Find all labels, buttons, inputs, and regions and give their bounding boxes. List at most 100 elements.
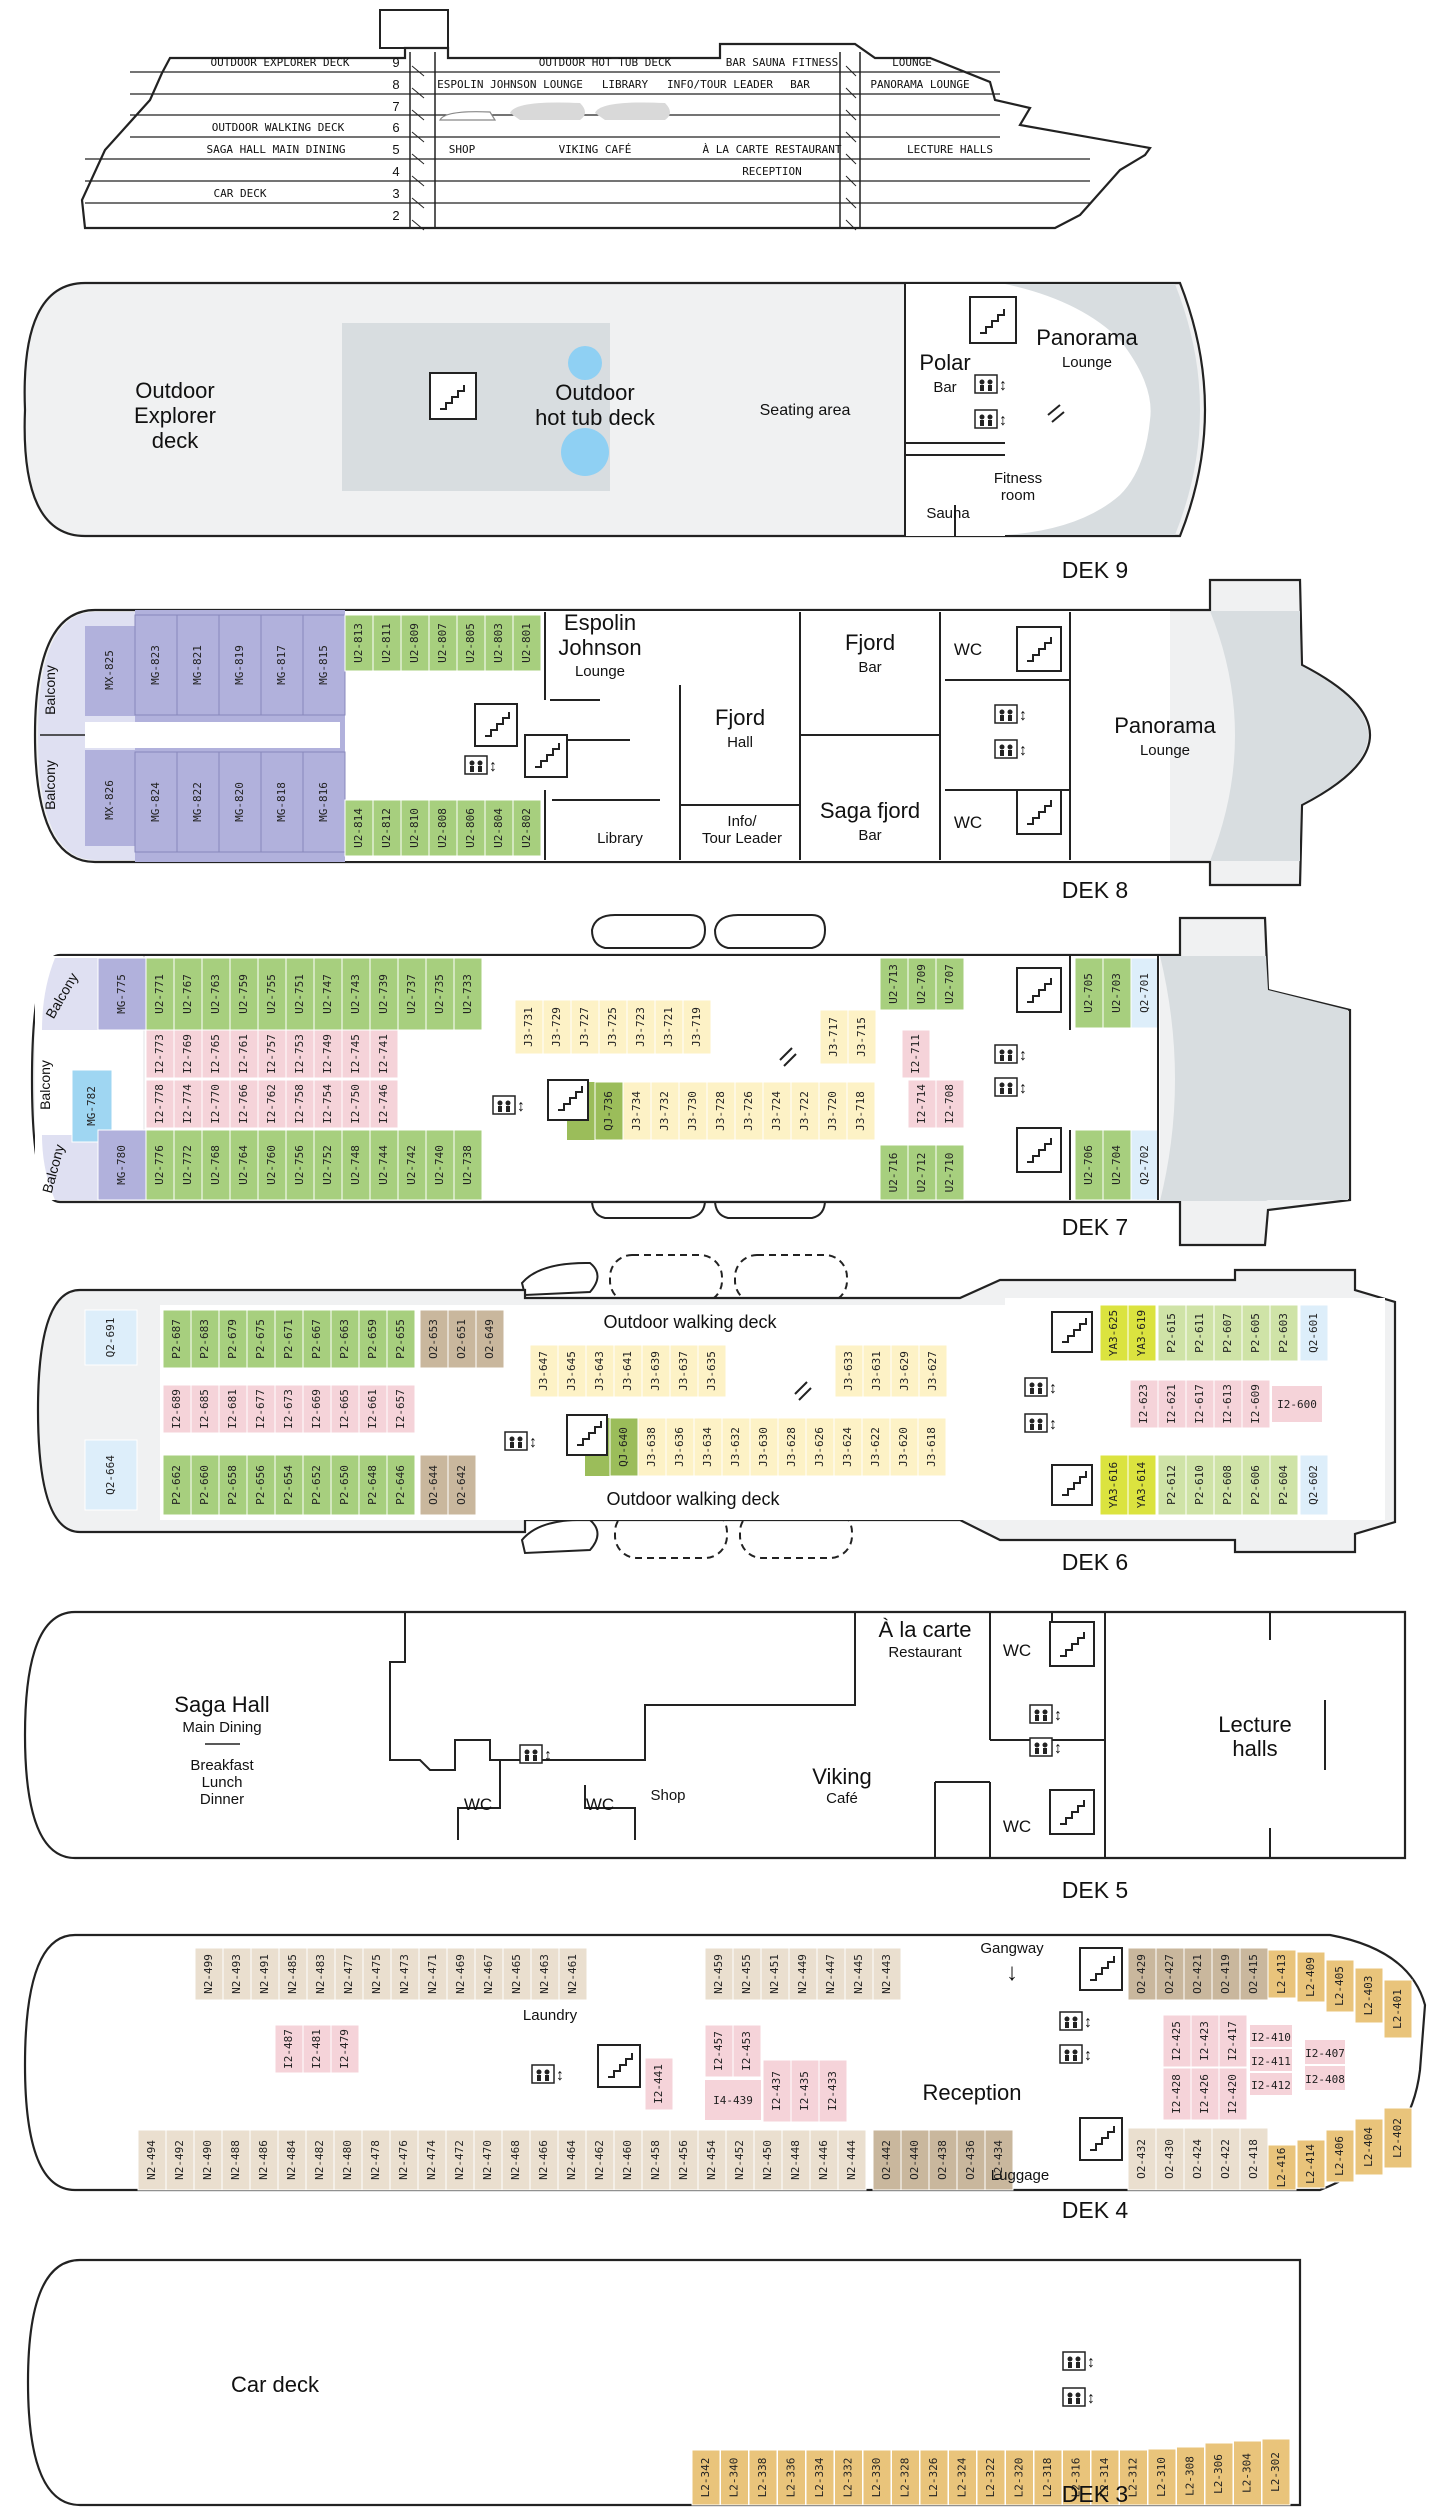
cabin[interactable]: L2-332	[834, 2449, 863, 2506]
cabin[interactable]: U2-759	[229, 957, 259, 1031]
cabin[interactable]: I2-621	[1157, 1379, 1187, 1429]
cabin[interactable]: U2-710	[935, 1144, 965, 1201]
cabin[interactable]: L2-402	[1383, 2107, 1413, 2169]
cabin[interactable]: I2-417	[1218, 2014, 1248, 2068]
cabin[interactable]: N2-492	[165, 2129, 195, 2191]
cabin[interactable]: U2-802	[512, 799, 542, 857]
cabin[interactable]: J3-715	[847, 1009, 877, 1065]
cabin[interactable]: P2-683	[190, 1309, 220, 1369]
cabin[interactable]: U2-747	[313, 957, 343, 1031]
cabin[interactable]: O2-436	[956, 2129, 986, 2191]
cabin[interactable]: I2-778	[145, 1079, 175, 1129]
cabin[interactable]: I2-741	[369, 1029, 399, 1079]
cabin[interactable]: I2-479	[330, 2024, 360, 2074]
cabin[interactable]: L2-304	[1233, 2440, 1262, 2506]
cabin[interactable]: U2-811	[372, 614, 402, 672]
cabin[interactable]: P2-656	[246, 1454, 276, 1516]
cabin[interactable]: I2-657	[386, 1384, 416, 1434]
cabin[interactable]: L2-320	[1005, 2449, 1034, 2506]
cabin[interactable]: P2-655	[386, 1309, 416, 1369]
cabin[interactable]: I2-754	[313, 1079, 343, 1129]
cabin[interactable]: U2-744	[369, 1129, 399, 1201]
cabin[interactable]: I2-714	[907, 1079, 937, 1129]
cabin[interactable]: U2-767	[173, 957, 203, 1031]
cabin[interactable]: N2-494	[137, 2129, 167, 2191]
cabin[interactable]: P2-650	[330, 1454, 360, 1516]
cabin[interactable]: I2-423	[1190, 2014, 1220, 2068]
cabin[interactable]: O2-434	[984, 2129, 1014, 2191]
cabin[interactable]: I2-623	[1129, 1379, 1159, 1429]
cabin[interactable]: J3-632	[721, 1417, 751, 1477]
cabin[interactable]: J3-723	[626, 999, 656, 1055]
cabin[interactable]: N2-449	[788, 1947, 818, 2001]
cabin[interactable]: J3-636	[665, 1417, 695, 1477]
cabin[interactable]: J3-720	[818, 1081, 848, 1141]
cabin[interactable]: U2-813	[344, 614, 374, 672]
cabin[interactable]: N2-468	[501, 2129, 531, 2191]
cabin[interactable]: J3-722	[790, 1081, 820, 1141]
cabin[interactable]: I2-617	[1185, 1379, 1215, 1429]
cabin[interactable]: P2-646	[386, 1454, 416, 1516]
cabin[interactable]: I2-457	[704, 2024, 734, 2078]
cabin[interactable]: J3-618	[917, 1417, 947, 1477]
cabin[interactable]: P2-662	[162, 1454, 192, 1516]
cabin[interactable]: O2-442	[872, 2129, 902, 2191]
cabin[interactable]: L2-326	[919, 2449, 949, 2506]
cabin[interactable]: J3-645	[557, 1344, 587, 1398]
cabin[interactable]: I2-765	[201, 1029, 231, 1079]
cabin[interactable]: U2-704	[1102, 1129, 1132, 1201]
cabin[interactable]: N2-467	[474, 1947, 504, 2001]
cabin[interactable]: I2-425	[1162, 2014, 1192, 2068]
cabin[interactable]: L2-324	[948, 2449, 977, 2506]
cabin[interactable]: O2-418	[1239, 2127, 1269, 2191]
cabin[interactable]: N2-450	[753, 2129, 783, 2191]
cabin[interactable]: P2-687	[162, 1309, 192, 1369]
cabin[interactable]: U2-703	[1102, 957, 1132, 1029]
cabin[interactable]: I2-426	[1190, 2067, 1220, 2121]
cabin[interactable]: N2-452	[725, 2129, 755, 2191]
cabin[interactable]: N2-444	[837, 2129, 867, 2191]
cabin[interactable]: N2-471	[418, 1947, 448, 2001]
cabin[interactable]: U2-735	[425, 957, 455, 1031]
cabin[interactable]: I2-487	[274, 2024, 304, 2074]
cabin[interactable]: O2-427	[1155, 1947, 1185, 2001]
cabin[interactable]: P2-606	[1241, 1454, 1271, 1516]
cabin[interactable]: MG-824	[134, 751, 178, 853]
cabin[interactable]: N2-465	[502, 1947, 532, 2001]
cabin[interactable]: O2-651	[447, 1309, 477, 1369]
cabin[interactable]: I2-753	[285, 1029, 315, 1079]
cabin[interactable]: MG-816	[302, 751, 346, 853]
cabin[interactable]: U2-805	[456, 614, 486, 672]
cabin[interactable]: U2-748	[341, 1129, 371, 1201]
cabin[interactable]: L2-409	[1296, 1951, 1326, 2003]
cabin[interactable]: U2-752	[313, 1129, 343, 1201]
cabin[interactable]: U2-809	[400, 614, 430, 672]
cabin[interactable]: MG-823	[134, 614, 178, 716]
cabin[interactable]: J3-717	[819, 1009, 849, 1065]
cabin[interactable]: J3-624	[833, 1417, 863, 1477]
cabin[interactable]: MG-818	[260, 751, 304, 853]
cabin[interactable]: L2-414	[1296, 2139, 1326, 2189]
cabin[interactable]: P2-675	[246, 1309, 276, 1369]
cabin[interactable]: U2-755	[257, 957, 287, 1031]
cabin[interactable]: P2-659	[358, 1309, 388, 1369]
cabin[interactable]: N2-451	[760, 1947, 790, 2001]
cabin[interactable]: N2-473	[390, 1947, 420, 2001]
cabin[interactable]: U2-706	[1074, 1129, 1104, 1201]
cabin[interactable]: O2-649	[475, 1309, 505, 1369]
cabin[interactable]: I2-749	[313, 1029, 343, 1079]
cabin[interactable]: P2-605	[1241, 1304, 1271, 1362]
cabin[interactable]: N2-482	[305, 2129, 335, 2191]
cabin[interactable]: J3-634	[693, 1417, 723, 1477]
cabin[interactable]: U2-803	[484, 614, 514, 672]
cabin[interactable]: U2-776	[145, 1129, 175, 1201]
cabin[interactable]: N2-485	[278, 1947, 308, 2001]
cabin[interactable]: L2-330	[862, 2449, 892, 2506]
cabin[interactable]: O2-424	[1183, 2127, 1213, 2191]
cabin[interactable]: J3-633	[834, 1344, 864, 1398]
cabin[interactable]: I2-745	[341, 1029, 371, 1079]
cabin[interactable]: O2-653	[419, 1309, 449, 1369]
cabin[interactable]: I2-761	[229, 1029, 259, 1079]
cabin[interactable]: I2-661	[358, 1384, 388, 1434]
cabin[interactable]: YA3-616	[1099, 1454, 1129, 1516]
